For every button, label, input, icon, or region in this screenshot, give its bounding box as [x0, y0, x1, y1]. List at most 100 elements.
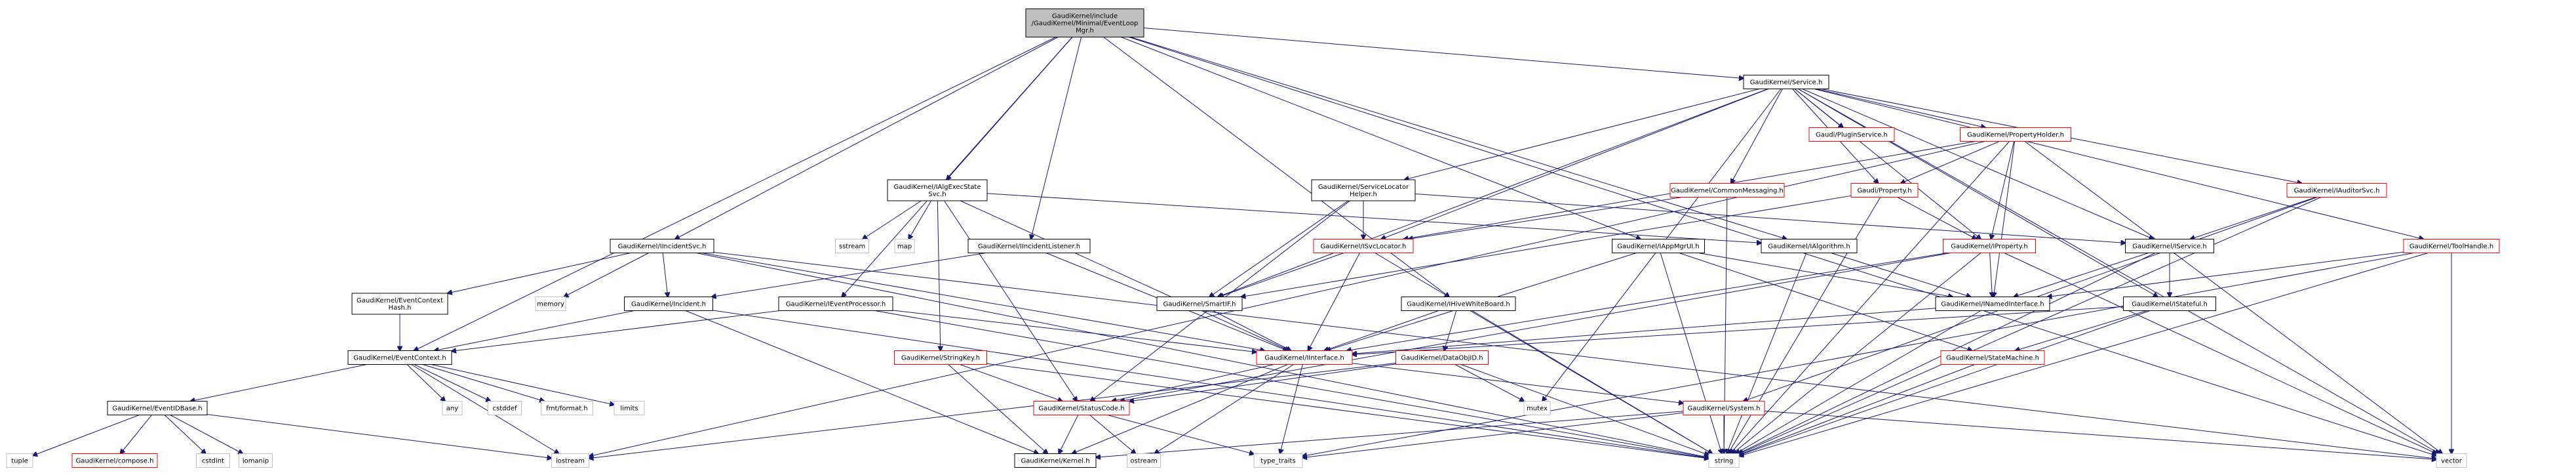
- edge-iproperty-to-string: [1732, 253, 1981, 454]
- edge-commonmessaging-to-isvclocator: [1409, 197, 1683, 239]
- node-memory: memory: [535, 297, 566, 311]
- edge-eventcontext-to-iostream: [411, 364, 558, 454]
- node-box: [778, 297, 893, 311]
- node-iincidentlistener[interactable]: GaudiKernel/IIncidentListener.h: [967, 239, 1091, 253]
- node-box: [71, 453, 158, 468]
- node-label: iomanip: [243, 458, 269, 465]
- node-ialgorithm[interactable]: GaudiKernel/IAlgorithm.h: [1761, 239, 1858, 253]
- node-box: [967, 239, 1091, 253]
- node-istateful[interactable]: GaudiKernel/IStateful.h: [2123, 297, 2216, 311]
- node-box: [1033, 401, 1130, 415]
- edge-root-to-ihivewhiteboard: [1103, 37, 1449, 297]
- node-iincidentsvc[interactable]: GaudiKernel/IIncidentSvc.h: [610, 239, 714, 253]
- node-box: [2286, 183, 2387, 197]
- node-box: [107, 401, 208, 415]
- edge-ihivewhiteboard-to-dataobjid: [1444, 310, 1457, 351]
- node-eventidbase[interactable]: GaudiKernel/EventIDBase.h: [107, 401, 208, 415]
- node-label: Gaudi/PluginService.h: [1816, 132, 1888, 139]
- node-label: GaudiKernel/IIncidentSvc.h: [618, 243, 707, 251]
- node-eventcontext[interactable]: GaudiKernel/EventContext.h: [347, 350, 452, 365]
- node-box: [1395, 350, 1489, 365]
- node-box: [1256, 350, 1353, 365]
- node-label: GaudiKernel/IAppMgrUI.h: [1617, 243, 1699, 251]
- node-propertyholder[interactable]: GaudiKernel/PropertyHolder.h: [1960, 127, 2071, 142]
- node-dataobjid[interactable]: GaudiKernel/DataObjID.h: [1395, 350, 1489, 365]
- node-label: map: [897, 243, 912, 251]
- node-label: Hash.h: [389, 304, 412, 312]
- edge-istateful-to-string: [1739, 310, 2151, 455]
- edge-stringkey-to-statuscode: [960, 364, 1062, 402]
- node-label: string: [1715, 458, 1734, 465]
- node-label: ostream: [1130, 458, 1157, 465]
- node-toolhandle[interactable]: GaudiKernel/ToolHandle.h: [2403, 239, 2500, 253]
- node-label: GaudiKernel/EventIDBase.h: [112, 405, 202, 413]
- edge-statemachine-to-string: [1739, 364, 1975, 455]
- node-iinterface[interactable]: GaudiKernel/IInterface.h: [1256, 350, 1353, 365]
- node-smartif[interactable]: GaudiKernel/SmartIF.h: [1156, 297, 1243, 311]
- edge-ialgorithm-to-string: [1727, 253, 1807, 454]
- edge-iservice-to-inamedinterface: [2014, 253, 2149, 297]
- edge-dataobjid-to-mutex: [1454, 364, 1524, 402]
- edge-statuscode-to-typetraits: [1107, 415, 1254, 455]
- node-system[interactable]: GaudiKernel/System.h: [1683, 401, 1765, 415]
- node-compose[interactable]: GaudiKernel/compose.h: [71, 453, 158, 468]
- node-label: mutex: [1527, 405, 1548, 413]
- node-ihivewhiteboard[interactable]: GaudiKernel/IHiveWhiteBoard.h: [1401, 297, 1516, 311]
- node-box: [1943, 239, 2036, 253]
- edge-system-to-kernel: [1096, 411, 1684, 457]
- node-label: limits: [620, 405, 638, 413]
- edge-inamedinterface-to-string: [1736, 310, 1981, 454]
- node-vector: vector: [2436, 453, 2467, 468]
- node-kernel[interactable]: GaudiKernel/Kernel.h: [1014, 453, 1097, 468]
- edge-iinterface-to-kernel: [1072, 364, 1288, 454]
- edge-iinterface-to-typetraits: [1280, 364, 1303, 454]
- node-iauditorsvc[interactable]: GaudiKernel/IAuditorSvc.h: [2286, 183, 2387, 197]
- node-any: any: [442, 401, 463, 415]
- node-label: /GaudiKernel/Minimal/EventLoop: [1032, 20, 1139, 28]
- node-box: [196, 453, 230, 468]
- node-inamedinterface[interactable]: GaudiKernel/INamedInterface.h: [1935, 297, 2050, 311]
- edge-iinterface-to-ostream: [1154, 364, 1294, 454]
- edges: [33, 28, 2451, 460]
- edge-gaudiproperty-to-smartif: [1241, 195, 1852, 297]
- node-box: [1014, 453, 1097, 468]
- node-box: [2125, 239, 2214, 253]
- node-ieventprocessor[interactable]: GaudiKernel/IEventProcessor.h: [778, 297, 893, 311]
- node-label: GaudiKernel/IHiveWhiteBoard.h: [1407, 301, 1510, 308]
- edge-iproperty-to-vector: [2004, 253, 2437, 454]
- node-label: GaudiKernel/System.h: [1688, 405, 1761, 413]
- edge-isvclocator-to-smartif: [1219, 253, 1344, 297]
- node-iproperty[interactable]: GaudiKernel/IProperty.h: [1943, 239, 2036, 253]
- node-incident[interactable]: GaudiKernel/Incident.h: [624, 297, 713, 311]
- edge-service-to-toolhandle: [1814, 89, 2424, 239]
- node-pluginservice[interactable]: Gaudi/PluginService.h: [1808, 127, 1895, 142]
- node-stringkey[interactable]: GaudiKernel/StringKey.h: [894, 350, 987, 365]
- node-root[interactable]: GaudiKernel/include/GaudiKernel/Minimal/…: [1025, 9, 1144, 37]
- node-label: GaudiKernel/SmartIF.h: [1163, 301, 1236, 308]
- node-box: [894, 350, 987, 365]
- node-iservice[interactable]: GaudiKernel/IService.h: [2125, 239, 2214, 253]
- node-isvclocator[interactable]: GaudiKernel/ISvcLocator.h: [1313, 239, 1414, 253]
- node-statemachine[interactable]: GaudiKernel/StateMachine.h: [1940, 350, 2045, 365]
- edge-eventidbase-to-cstdint: [164, 415, 206, 454]
- node-label: GaudiKernel/EventContext: [357, 297, 443, 304]
- node-fmtformat: fmt/format.h: [541, 401, 593, 415]
- edge-system-to-typetraits: [1302, 412, 1684, 457]
- edge-eventidbase-to-tuple: [33, 415, 140, 456]
- node-box: [347, 350, 452, 365]
- node-label: GaudiKernel/StatusCode.h: [1038, 405, 1124, 413]
- node-service[interactable]: GaudiKernel/Service.h: [1743, 75, 1829, 89]
- node-label: GaudiKernel/Kernel.h: [1021, 458, 1089, 465]
- node-box: [1253, 453, 1303, 468]
- node-gaudiproperty[interactable]: Gaudi/Property.h: [1850, 183, 1919, 197]
- node-iappmgrui[interactable]: GaudiKernel/IAppMgrUI.h: [1612, 239, 1705, 253]
- edge-ieventprocessor-to-eventcontext: [452, 310, 780, 352]
- edge-propertyholder-to-vector: [2024, 141, 2442, 454]
- node-label: GaudiKernel/CommonMessaging.h: [1671, 188, 1784, 195]
- node-commonmessaging[interactable]: GaudiKernel/CommonMessaging.h: [1669, 183, 1785, 197]
- node-label: GaudiKernel/IAlgExecState: [893, 184, 981, 191]
- node-statuscode[interactable]: GaudiKernel/StatusCode.h: [1033, 401, 1130, 415]
